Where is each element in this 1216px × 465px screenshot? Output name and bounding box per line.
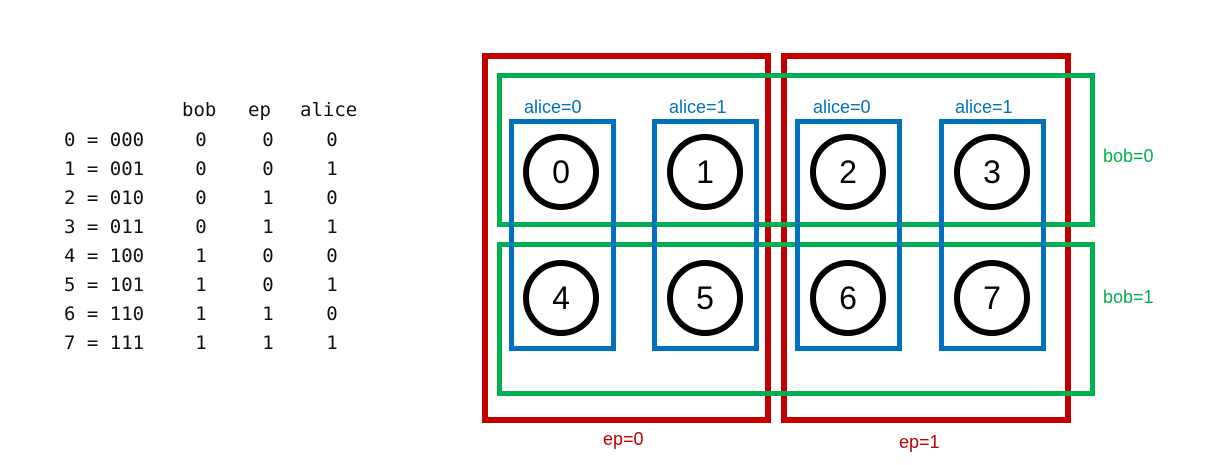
row-bob-bit: 1	[195, 332, 207, 354]
row-ep-bit: 1	[262, 216, 274, 238]
alice-group-box	[939, 119, 1046, 351]
ep-group-1-box	[781, 53, 1071, 423]
state-node: 3	[954, 134, 1030, 210]
row-label: 2 = 010	[64, 187, 145, 209]
state-node: 2	[810, 134, 886, 210]
row-bob-bit: 1	[195, 303, 207, 325]
bit-table: bob ep alice 0 = 000 0 0 0 1 = 001 0 0 1…	[0, 0, 420, 465]
row-label: 5 = 101	[64, 274, 145, 296]
node-label: 2	[839, 153, 857, 190]
state-node: 0	[523, 134, 599, 210]
alice-label: alice=1	[669, 97, 727, 117]
row-alice-bit: 0	[326, 303, 338, 325]
row-ep-bit: 1	[262, 332, 274, 354]
state-node: 5	[667, 260, 743, 336]
state-node: 7	[954, 260, 1030, 336]
row-alice-bit: 1	[326, 332, 338, 354]
header-ep: ep	[248, 99, 271, 121]
row-bob-bit: 0	[195, 187, 207, 209]
row-alice-bit: 0	[326, 245, 338, 267]
row-alice-bit: 1	[326, 216, 338, 238]
row-label: 6 = 110	[64, 303, 145, 325]
row-bob-bit: 1	[195, 274, 207, 296]
row-ep-bit: 0	[262, 245, 274, 267]
node-label: 0	[552, 153, 570, 190]
row-bob-bit: 0	[195, 129, 207, 151]
row-bob-bit: 0	[195, 216, 207, 238]
alice-group-box	[795, 119, 902, 351]
alice-label: alice=0	[524, 97, 582, 117]
row-ep-bit: 0	[262, 129, 274, 151]
row-alice-bit: 1	[326, 274, 338, 296]
header-bob: bob	[182, 99, 217, 121]
row-label: 1 = 001	[64, 158, 145, 180]
state-node: 4	[523, 260, 599, 336]
row-ep-bit: 1	[262, 303, 274, 325]
ep-label: ep=0	[603, 429, 644, 449]
ep-group-0-box	[482, 53, 771, 423]
row-ep-bit: 1	[262, 187, 274, 209]
ep-label: ep=1	[899, 432, 940, 452]
row-ep-bit: 0	[262, 274, 274, 296]
node-label: 5	[696, 279, 714, 316]
bob-label: bob=1	[1103, 287, 1154, 307]
node-label: 7	[983, 279, 1001, 316]
alice-group-box	[509, 119, 616, 351]
row-alice-bit: 1	[326, 158, 338, 180]
row-label: 0 = 000	[64, 129, 145, 151]
alice-label: alice=0	[813, 97, 871, 117]
state-node: 1	[667, 134, 743, 210]
state-node: 6	[810, 260, 886, 336]
row-alice-bit: 0	[326, 187, 338, 209]
header-alice: alice	[300, 99, 358, 121]
row-label: 4 = 100	[64, 245, 145, 267]
bob-label: bob=0	[1103, 146, 1154, 166]
node-label: 4	[552, 279, 570, 316]
row-alice-bit: 0	[326, 129, 338, 151]
node-label: 6	[839, 279, 857, 316]
row-ep-bit: 0	[262, 158, 274, 180]
alice-group-box	[652, 119, 759, 351]
row-label: 7 = 111	[64, 332, 145, 354]
row-bob-bit: 1	[195, 245, 207, 267]
node-label: 3	[983, 153, 1001, 190]
row-label: 3 = 011	[64, 216, 145, 238]
alice-label: alice=1	[955, 97, 1013, 117]
row-bob-bit: 0	[195, 158, 207, 180]
node-label: 1	[696, 153, 714, 190]
